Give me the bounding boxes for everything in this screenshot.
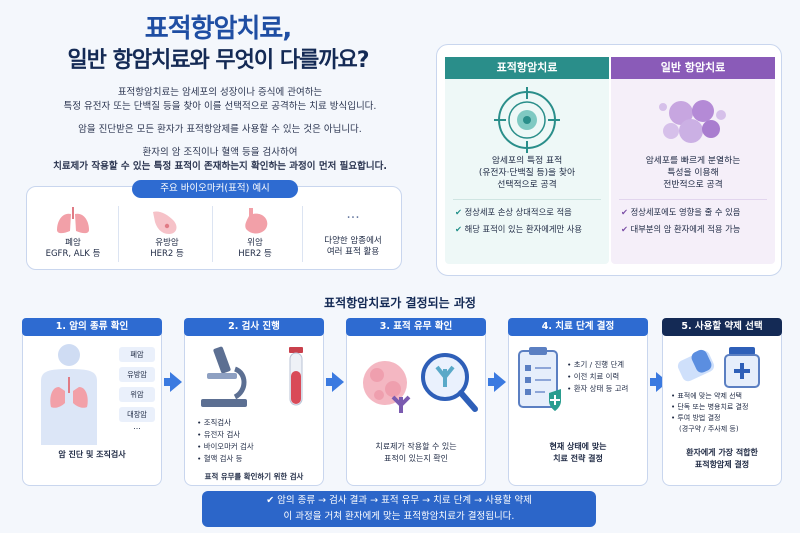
targeted-point-1: ✔ 정상세포 손상 상대적으로 적음 <box>455 207 572 217</box>
step-2-label: 2. 검사 진행 <box>184 318 324 336</box>
process-step-4: 4. 치료 단계 결정 • 초기 / 진행 단계 • 이전 치료 이력 • 환자… <box>508 318 648 486</box>
biomarker-stomach: 위암 HER2 등 <box>210 206 300 260</box>
tag-stomach: 위암 <box>119 387 155 402</box>
step-1-caption: 암 진단 및 조직검사 <box>58 450 126 459</box>
page-subtitle: 일반 항암치료와 무엇이 다를까요? <box>67 48 369 73</box>
biomarker-various: ··· 다양한 암종에서 여러 표적 활용 <box>306 206 400 258</box>
step-1-label: 1. 암의 종류 확인 <box>22 318 162 336</box>
breast-icon <box>153 211 177 234</box>
intro-paragraph-1: 표적항암치료는 암세포의 성장이나 증식에 관여하는 특정 유전자 또는 단백질… <box>63 87 377 112</box>
magnifier-cell-icon <box>363 353 478 413</box>
process-step-2: 2. 검사 진행 • 조직검사 • 유전자 검사 • 바이오마커 검사 • 혈액… <box>184 318 324 486</box>
general-point-1: ✔ 정상세포에도 영향을 줄 수 있음 <box>621 207 741 217</box>
arrow-icon <box>494 372 506 392</box>
microscope-icon <box>201 346 247 407</box>
step-2-caption: 표적 유무를 확인하기 위한 검사 <box>204 472 304 481</box>
stomach-icon <box>245 208 268 234</box>
intro-paragraph-2: 암을 진단받은 모든 환자가 표적항암제를 사용할 수 있는 것은 아닙니다. <box>78 124 362 135</box>
step-4-list: • 초기 / 진행 단계 • 이전 치료 이력 • 환자 상태 등 고려 <box>567 360 629 393</box>
summary-line-1: ✔ 암의 종류 → 검사 결과 → 표적 유무 → 치료 단계 → 사용할 약제 <box>266 495 532 506</box>
page-title: 표적항암치료, <box>144 14 292 44</box>
target-cell-icon <box>494 87 560 153</box>
general-point-2: ✔ 대부분의 암 환자에게 적용 가능 <box>621 224 741 234</box>
tag-breast: 유방암 <box>119 367 155 382</box>
arrow-icon <box>170 372 182 392</box>
tag-colon: 대장암 <box>119 407 155 422</box>
general-therapy-desc: 암세포를 빠르게 분열하는 특성을 이용해 전반적으로 공격 <box>645 156 741 190</box>
step-3-caption: 치료제가 작용할 수 있는 표적이 있는지 확인 <box>375 442 457 463</box>
step-2-list: • 조직검사 • 유전자 검사 • 바이오마커 검사 • 혈액 검사 등 <box>197 418 254 463</box>
targeted-therapy-desc: 암세포의 특정 표적 (유전자·단백질 등)을 찾아 선택적으로 공격 <box>478 156 576 190</box>
tag-lung: 폐암 <box>119 347 155 362</box>
step-5-caption: 환자에게 가장 적합한 표적항암제 결정 <box>686 448 758 469</box>
step-4-caption: 현재 상태에 맞는 치료 전략 결정 <box>549 442 607 463</box>
step-5-list: • 표적에 맞는 약제 선택 • 단독 또는 병용치료 결정 • 투여 방법 결… <box>671 392 749 433</box>
process-step-1: 1. 암의 종류 확인 폐암 유방암 위암 대장암 ... 암 진단 및 조직검… <box>22 318 162 486</box>
summary-banner: ✔ 암의 종류 → 검사 결과 → 표적 유무 → 치료 단계 → 사용할 약제… <box>202 491 596 527</box>
biomarker-title: 주요 바이오마커(표적) 예시 <box>132 180 298 198</box>
medicine-icon <box>677 347 760 388</box>
targeted-therapy-column: 표적항암치료 암세포의 특정 표적 (유전자·단백질 등)을 찾아 선택적으로 … <box>445 57 609 264</box>
arrow-icon <box>332 372 344 392</box>
ellipsis-icon: ··· <box>346 210 360 226</box>
clipboard-icon <box>518 347 561 411</box>
general-therapy-header: 일반 항암치료 <box>611 57 775 79</box>
general-therapy-column: 일반 항암치료 암세포를 빠르게 분열하는 특성을 이용해 전반적으로 공격 ✔… <box>611 57 775 264</box>
process-step-3: 3. 표적 유무 확인 치료제가 작용할 수 있는 표적이 있는지 확인 <box>346 318 486 486</box>
biomarker-breast: 유방암 HER2 등 <box>122 206 212 260</box>
body-icon <box>41 344 97 445</box>
process-title: 표적항암치료가 결정되는 과정 <box>324 296 476 310</box>
step-5-label: 5. 사용할 약제 선택 <box>662 318 782 336</box>
intro-paragraph-3: 환자의 암 조직이나 혈액 등을 검사하여 치료제가 작용할 수 있는 특정 표… <box>53 147 387 172</box>
summary-line-2: 이 과정을 거쳐 환자에게 맞는 표적항암치료가 결정됩니다. <box>283 511 515 522</box>
targeted-therapy-header: 표적항암치료 <box>445 57 609 79</box>
process-step-5: 5. 사용할 약제 선택 • 표적에 맞는 약제 선택 • 단독 또는 병용치료… <box>662 318 782 486</box>
step-3-label: 3. 표적 유무 확인 <box>346 318 486 336</box>
lungs-icon <box>57 207 89 234</box>
blood-tube-icon <box>289 347 303 406</box>
step-4-label: 4. 치료 단계 결정 <box>508 318 648 336</box>
cell-cluster-icon <box>659 100 726 143</box>
targeted-point-2: ✔ 해당 표적이 있는 환자에게만 사용 <box>455 224 583 234</box>
biomarker-lung: 폐암 EGFR, ALK 등 <box>28 206 118 260</box>
